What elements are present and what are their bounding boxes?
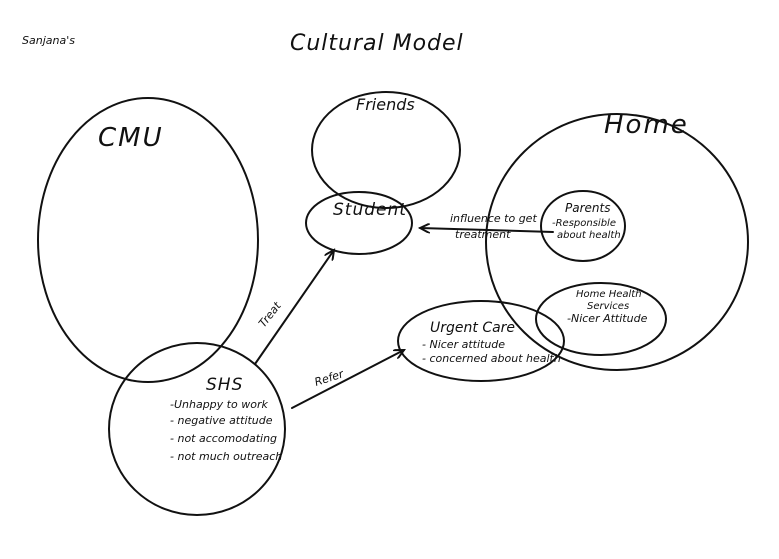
home-health-label-0: Home Health — [576, 289, 642, 300]
shs-circle — [108, 342, 286, 516]
home-health-note-0: -Nicer Attitude — [567, 312, 648, 325]
urgent-care-note-1: - concerned about health — [422, 352, 561, 365]
urgent-care-circle — [397, 300, 565, 382]
parents-note-0: -Responsible — [552, 218, 616, 229]
parents-note-1: about health — [557, 230, 621, 241]
home-health-circle — [535, 282, 667, 356]
shs-note-3: - not much outreach — [170, 450, 282, 463]
shs-note-2: - not accomodating — [170, 432, 277, 445]
friends-label: Friends — [356, 95, 415, 114]
cmu-circle — [37, 97, 259, 383]
home-health-label-1: Services — [587, 301, 629, 312]
home-label: Home — [604, 110, 689, 140]
parents-label: Parents — [565, 201, 610, 215]
author-label: Sanjana's — [22, 34, 75, 47]
student-label: Student — [333, 200, 407, 220]
diagram-title: Cultural Model — [290, 31, 464, 56]
urgent-care-label: Urgent Care — [430, 320, 515, 336]
urgent-care-note-0: - Nicer attitude — [422, 338, 505, 351]
shs-label: SHS — [206, 375, 243, 395]
parents-circle — [540, 190, 626, 262]
home-circle — [485, 113, 749, 371]
shs-note-1: - negative attitude — [170, 414, 273, 427]
student-circle — [305, 191, 413, 255]
friends-circle — [311, 91, 461, 209]
influence-arrow — [420, 228, 554, 232]
shs-note-0: -Unhappy to work — [170, 398, 268, 411]
treat-arrow — [254, 250, 334, 365]
refer-arrow — [291, 350, 404, 409]
refer-label: Refer — [313, 367, 347, 389]
influence-label-0: influence to get — [450, 212, 537, 225]
cmu-label: CMU — [98, 123, 164, 153]
influence-label-1: treatment — [455, 228, 511, 241]
treat-label: Treat — [256, 299, 284, 330]
